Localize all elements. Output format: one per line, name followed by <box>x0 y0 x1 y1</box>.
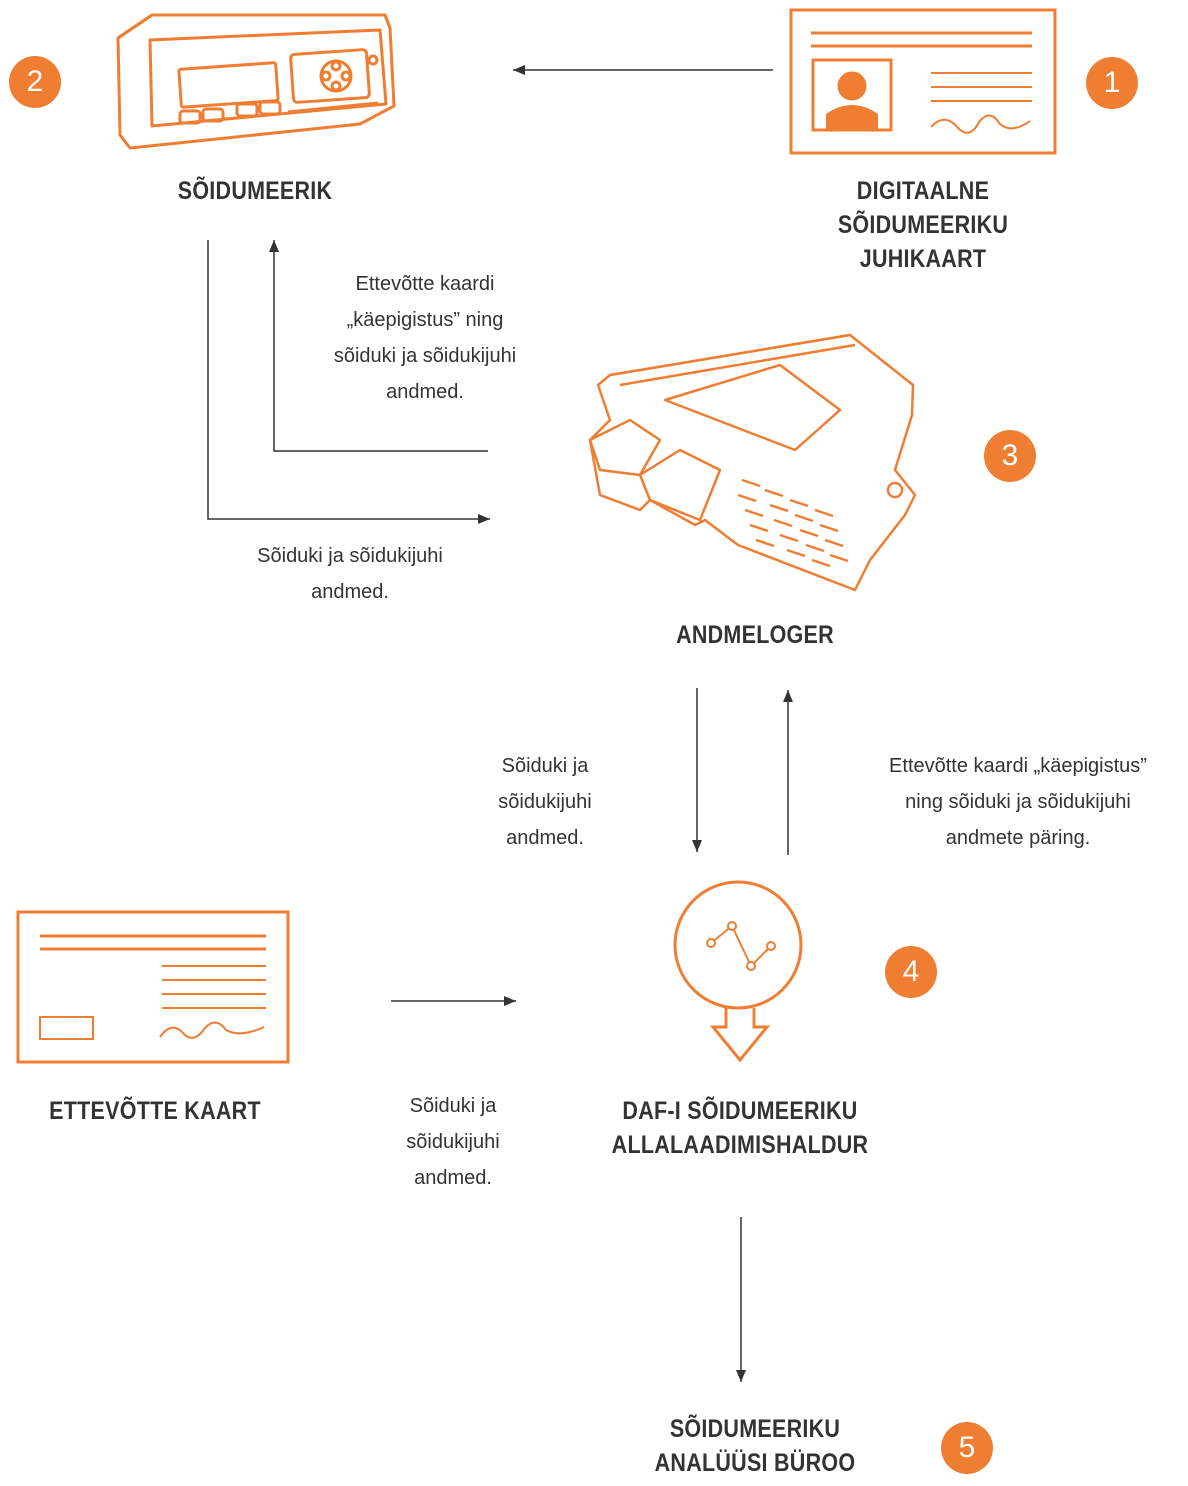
label-line: DIGITAALNE <box>856 177 990 205</box>
driver-card-icon <box>789 8 1057 155</box>
download-graph-icon <box>673 880 803 1063</box>
label-line: SÕIDUMEERIKU <box>837 211 1009 239</box>
note-line: Ettevõtte kaardi <box>355 273 495 295</box>
note-line: Ettevõtte kaardi „käepigistus” <box>889 755 1147 777</box>
edge-note-tachograph-to-datalogger: Sõiduki ja sõidukijuhi andmed. <box>210 538 490 610</box>
step-badge-5: 5 <box>941 1422 993 1474</box>
label-line: SÕIDUMEERIKU <box>669 1415 841 1443</box>
step-badge-1: 1 <box>1086 57 1138 109</box>
step-badge-4: 4 <box>885 946 937 998</box>
note-line: ning sõiduki ja sõidukijuhi <box>905 791 1131 813</box>
arrow-datalogger-to-tachograph <box>269 240 488 452</box>
note-line: Sõiduki ja <box>501 755 589 777</box>
edge-note-datalogger-to-tachograph: Ettevõtte kaardi „käepigistus” ning sõid… <box>290 266 560 410</box>
note-line: sõidukijuhi <box>406 1131 500 1153</box>
node-label-download-manager: DAF-I SÕIDUMEERIKU ALLALAADIMISHALDUR <box>585 1094 895 1162</box>
flow-arrows <box>207 65 793 1382</box>
label-line: ALLALAADIMISHALDUR <box>611 1131 869 1159</box>
label-line: ANDMELOGER <box>676 621 834 649</box>
note-line: Sõiduki ja sõidukijuhi <box>257 545 443 567</box>
node-label-analysis-office: SÕIDUMEERIKU ANALÜÜSI BÜROO <box>613 1412 897 1480</box>
note-line: sõiduki ja sõidukijuhi <box>333 345 517 367</box>
node-label-company-card: ETTEVÕTTE KAART <box>22 1094 289 1128</box>
label-line: JUHIKAART <box>859 245 987 273</box>
company-card-icon <box>16 910 290 1064</box>
node-label-datalogger: ANDMELOGER <box>622 618 889 652</box>
note-line: andmed. <box>311 581 389 603</box>
note-line: andmete päring. <box>945 827 1091 849</box>
edge-note-datalogger-to-manager: Sõiduki ja sõidukijuhi andmed. <box>450 748 640 856</box>
edge-note-company-card-to-manager: Sõiduki ja sõidukijuhi andmed. <box>368 1088 538 1196</box>
note-line: andmed. <box>506 827 584 849</box>
tachograph-device-icon <box>116 13 396 150</box>
edge-note-manager-to-datalogger: Ettevõtte kaardi „käepigistus” ning sõid… <box>858 748 1178 856</box>
note-line: „käepigistus” ning <box>346 309 504 331</box>
node-label-tachograph: SÕIDUMEERIK <box>130 174 379 208</box>
arrow-tachograph-to-datalogger <box>207 240 490 524</box>
label-line: ANALÜÜSI BÜROO <box>654 1449 856 1477</box>
label-line: ETTEVÕTTE KAART <box>49 1097 261 1125</box>
step-badge-3: 3 <box>984 430 1036 482</box>
note-line: Sõiduki ja <box>409 1095 497 1117</box>
datalogger-device-icon <box>588 333 917 592</box>
step-badge-2: 2 <box>9 56 61 108</box>
label-line: DAF-I SÕIDUMEERIKU <box>622 1097 858 1125</box>
label-line: SÕIDUMEERIK <box>177 177 333 205</box>
note-line: andmed. <box>414 1167 492 1189</box>
node-label-driver-card: DIGITAALNE SÕIDUMEERIKU JUHIKAART <box>794 174 1052 276</box>
note-line: sõidukijuhi <box>498 791 592 813</box>
note-line: andmed. <box>386 381 464 403</box>
